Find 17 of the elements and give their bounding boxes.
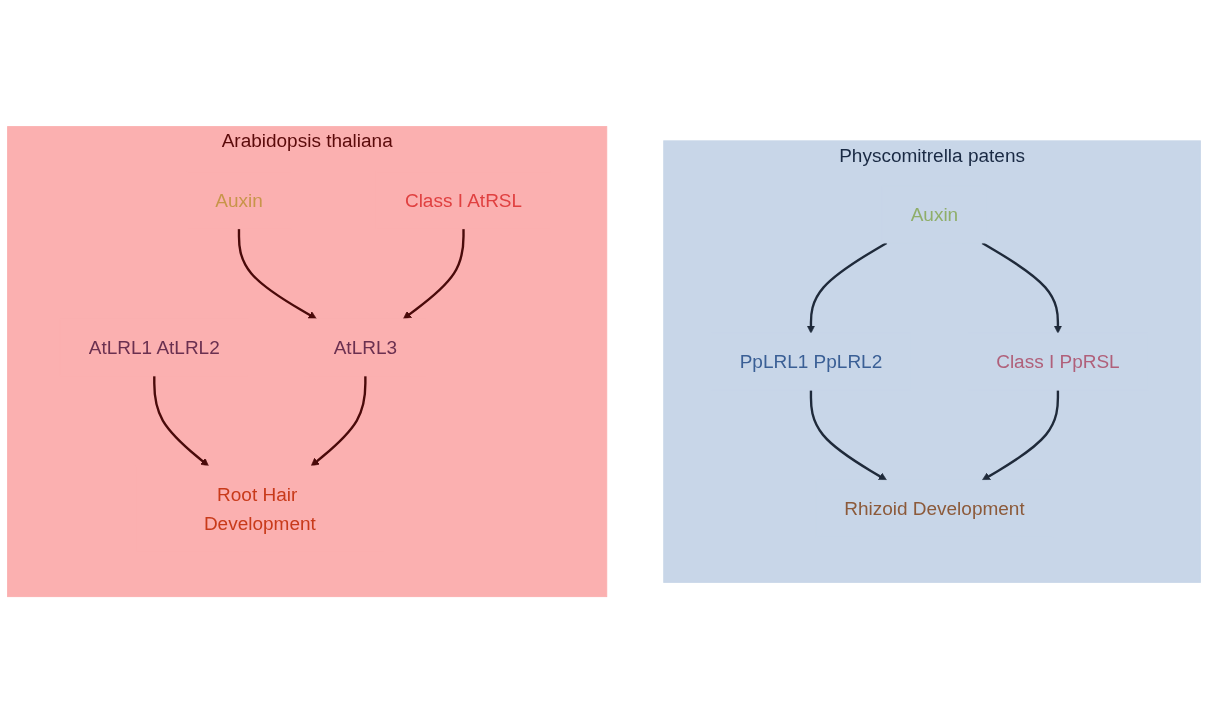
node-text: Rhizoid Development bbox=[844, 498, 1025, 520]
arrow bbox=[981, 390, 1060, 482]
node-text: Class I AtRSL bbox=[404, 190, 523, 212]
arrow bbox=[310, 376, 367, 467]
arrow bbox=[237, 229, 317, 320]
arrow bbox=[981, 242, 1063, 334]
arrow bbox=[403, 229, 465, 320]
node-text: PpLRL1 PpLRL2 bbox=[739, 351, 883, 373]
node-text: Root Hair Development bbox=[203, 484, 316, 534]
node-text: AtLRL3 bbox=[333, 337, 398, 359]
node-text: Auxin bbox=[215, 190, 263, 212]
node-text: AtLRL1 AtLRL2 bbox=[88, 337, 220, 359]
arrow bbox=[153, 376, 209, 467]
arrow bbox=[806, 242, 888, 334]
arrow bbox=[809, 390, 887, 482]
node-text: Auxin bbox=[910, 204, 959, 226]
node-text: Class I PpRSL bbox=[996, 351, 1120, 373]
